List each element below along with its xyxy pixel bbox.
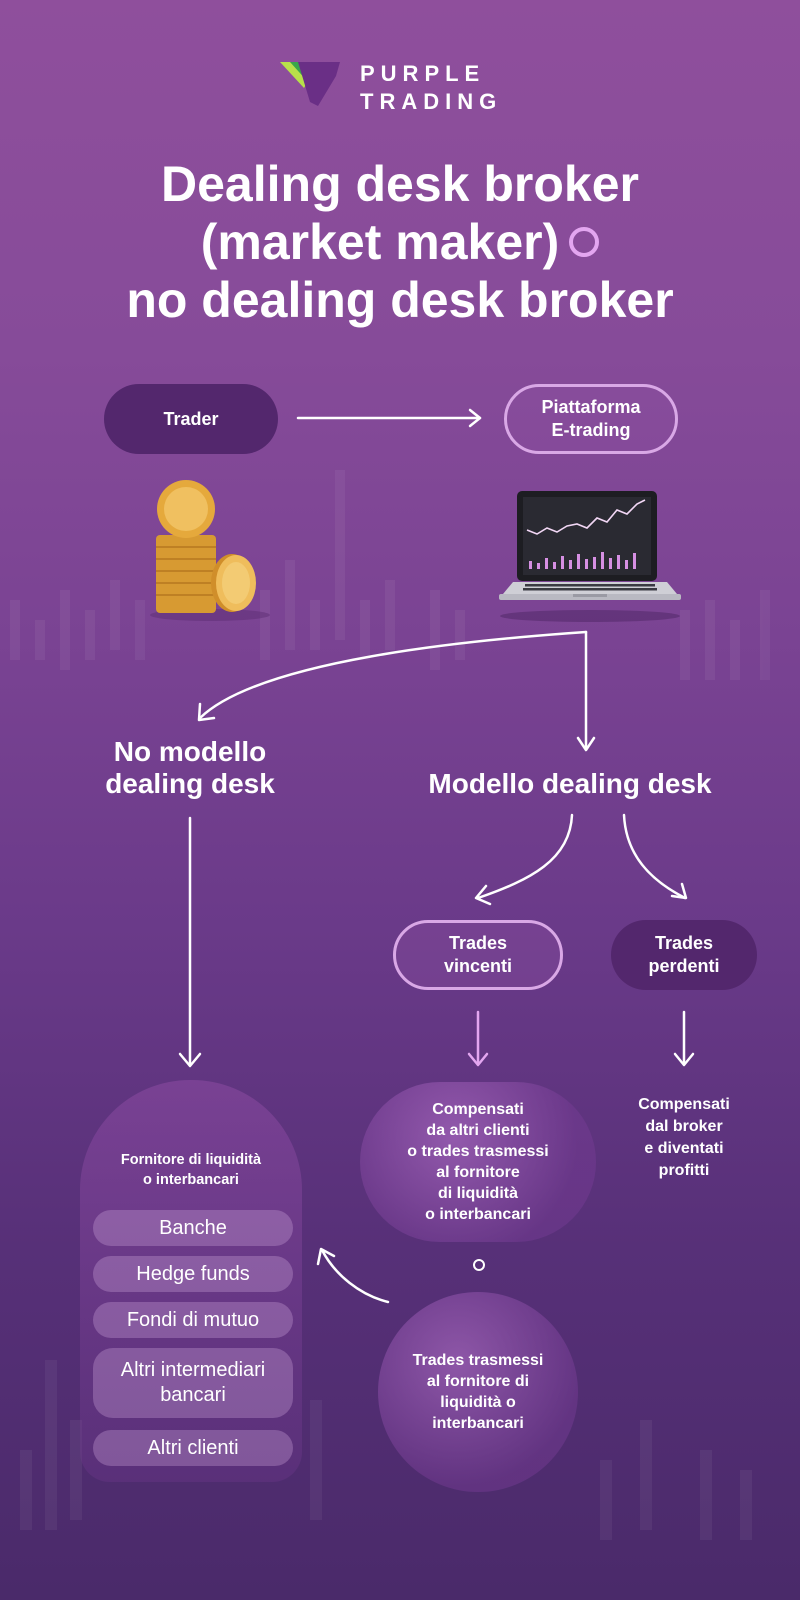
provider-item-banche: Banche	[93, 1210, 293, 1246]
winning-trades-node: Trades vincenti	[393, 920, 563, 990]
comp-other-line: o interbancari	[425, 1206, 531, 1223]
provider-item-altri-intermediari: Altri intermediari bancari	[93, 1348, 293, 1418]
losing-trades-node: Trades perdenti	[611, 920, 757, 990]
liquidity-provider-box	[80, 1080, 302, 1482]
or-circle-icon	[569, 226, 600, 257]
brand-line-2: TRADING	[360, 89, 503, 114]
comp-broker-line: profitti	[658, 1162, 710, 1179]
provider-item-hedge-funds: Hedge funds	[93, 1256, 293, 1292]
brand-line-1: PURPLE	[360, 61, 486, 86]
provider-item-altri-clienti: Altri clienti	[93, 1430, 293, 1466]
transmitted-line: liquidità o	[440, 1394, 516, 1411]
title-line-2: (market maker)	[200, 214, 560, 270]
provider-item-fondi-di-mutuo: Fondi di mutuo	[93, 1302, 293, 1338]
no-dealing-line-2: dealing desk	[105, 768, 275, 799]
comp-broker-line: dal broker	[645, 1118, 723, 1135]
comp-other-line: da altri clienti	[426, 1122, 530, 1139]
brand-name: PURPLE TRADING	[360, 60, 502, 116]
comp-other-line: Compensati	[432, 1101, 524, 1118]
transmitted-trades-node: Trades trasmessi al fornitore di liquidi…	[378, 1292, 578, 1492]
title-line-3: no dealing desk broker	[126, 272, 674, 328]
losing-line-2: perdenti	[648, 956, 720, 976]
trader-node: Trader	[104, 384, 278, 454]
transmitted-line: al fornitore di	[426, 1373, 530, 1390]
comp-broker-line: e diventati	[644, 1140, 724, 1157]
comp-other-line: o trades trasmessi	[407, 1143, 549, 1160]
provider-title-line-1: Fornitore di liquidità	[120, 1152, 262, 1168]
liquidity-provider-title: Fornitore di liquidità o interbancari	[95, 1150, 287, 1190]
platform-label-line-1: Piattaforma	[541, 397, 641, 417]
or-circle-icon	[473, 1259, 485, 1271]
platform-label-line-2: E-trading	[551, 420, 631, 440]
coins-icon	[150, 480, 270, 621]
laptop-chart-icon	[499, 491, 681, 622]
provider-title-line-2: o interbancari	[143, 1172, 239, 1188]
compensated-broker-node: Compensati dal broker e diventati profit…	[614, 1094, 754, 1182]
purple-trading-logo	[280, 62, 340, 106]
compensated-other-clients-node: Compensati da altri clienti o trades tra…	[360, 1082, 596, 1242]
no-dealing-line-1: No modello	[113, 736, 267, 767]
transmitted-line: interbancari	[432, 1415, 524, 1432]
winning-line-1: Trades	[448, 933, 508, 953]
platform-node: Piattaforma E-trading	[504, 384, 678, 454]
page-title: Dealing desk broker (market maker) no de…	[40, 155, 760, 329]
transmitted-line: Trades trasmessi	[412, 1352, 544, 1369]
comp-other-line: al fornitore	[436, 1164, 520, 1181]
trader-label: Trader	[163, 408, 219, 429]
comp-other-line: di liquidità	[438, 1185, 518, 1202]
losing-line-1: Trades	[654, 933, 714, 953]
comp-broker-line: Compensati	[638, 1096, 730, 1113]
winning-line-2: vincenti	[443, 956, 513, 976]
no-dealing-desk-heading: No modello dealing desk	[70, 736, 310, 800]
title-line-1: Dealing desk broker	[161, 156, 639, 212]
dealing-desk-heading: Modello dealing desk	[428, 768, 712, 799]
